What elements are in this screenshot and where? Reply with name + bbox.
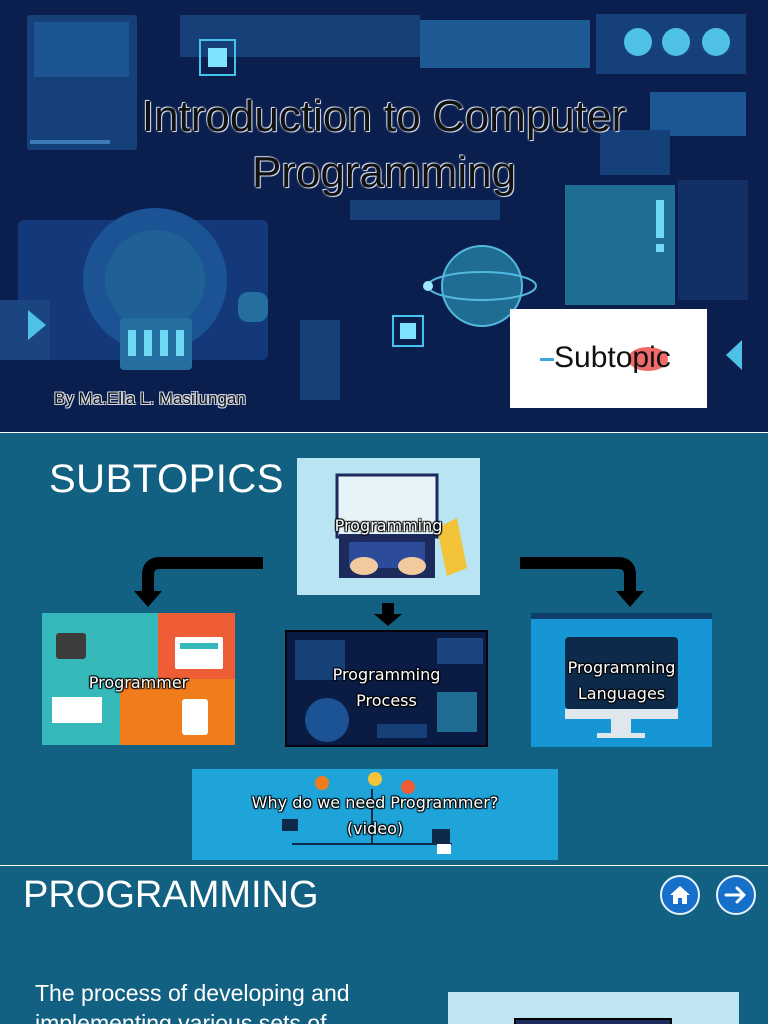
- process-label-line2: Process: [356, 691, 417, 710]
- flow-arrows: [134, 557, 644, 626]
- languages-label-line2: Languages: [577, 684, 666, 703]
- why-programmer-video-card[interactable]: Why do we need Programmer? (video): [192, 769, 558, 860]
- subtopic-button[interactable]: Subtopic: [510, 309, 707, 408]
- slide-title-line1: Introduction to Computer: [141, 92, 627, 141]
- monitor-illustration: [531, 613, 712, 738]
- title-slide: Introduction to Computer Programming By …: [0, 0, 768, 432]
- laptop-illustration: [335, 473, 467, 578]
- subtopics-slide: SUBTOPICS Programming: [0, 433, 768, 865]
- programming-slide: PROGRAMMING The process of developing an…: [0, 866, 768, 1024]
- home-icon: [670, 886, 690, 904]
- accent-blob: [628, 347, 668, 371]
- slide-title-line2: Programming: [251, 148, 517, 197]
- definition-line2: implementing various sets of: [35, 1010, 327, 1024]
- programming-illustration: [448, 992, 739, 1024]
- accent-dash: [540, 358, 554, 361]
- definition-line1: The process of developing and: [35, 980, 350, 1006]
- programming-process-card[interactable]: Programming Process: [285, 630, 488, 747]
- next-button[interactable]: [716, 875, 756, 915]
- programming-label: Programming: [334, 516, 443, 535]
- subtopic-label: Subtopic: [554, 341, 671, 374]
- slide-heading: PROGRAMMING: [23, 874, 319, 916]
- programmer-label: Programmer: [88, 673, 189, 692]
- laptop-screen: [514, 1018, 672, 1024]
- home-button[interactable]: [660, 875, 700, 915]
- arrow-right-icon: [724, 886, 746, 904]
- slide-heading: SUBTOPICS: [49, 457, 284, 501]
- programming-card[interactable]: Programming: [297, 458, 480, 595]
- process-label-line1: Programming: [332, 665, 441, 684]
- author-byline: By Ma.Ella L. Masilungan: [54, 389, 246, 408]
- tech-background: [0, 14, 748, 400]
- network-illustration: [282, 772, 452, 854]
- programmer-illustration: [42, 613, 235, 745]
- definition-text: The process of developing and implementi…: [35, 978, 415, 1024]
- why-label-line1: Why do we need Programmer?: [251, 793, 499, 812]
- programmer-card[interactable]: Programmer: [42, 613, 235, 745]
- programming-languages-card[interactable]: Programming Languages: [531, 613, 712, 747]
- languages-label-line1: Programming: [567, 658, 676, 677]
- process-background: [295, 638, 483, 742]
- why-label-line2: (video): [346, 819, 404, 838]
